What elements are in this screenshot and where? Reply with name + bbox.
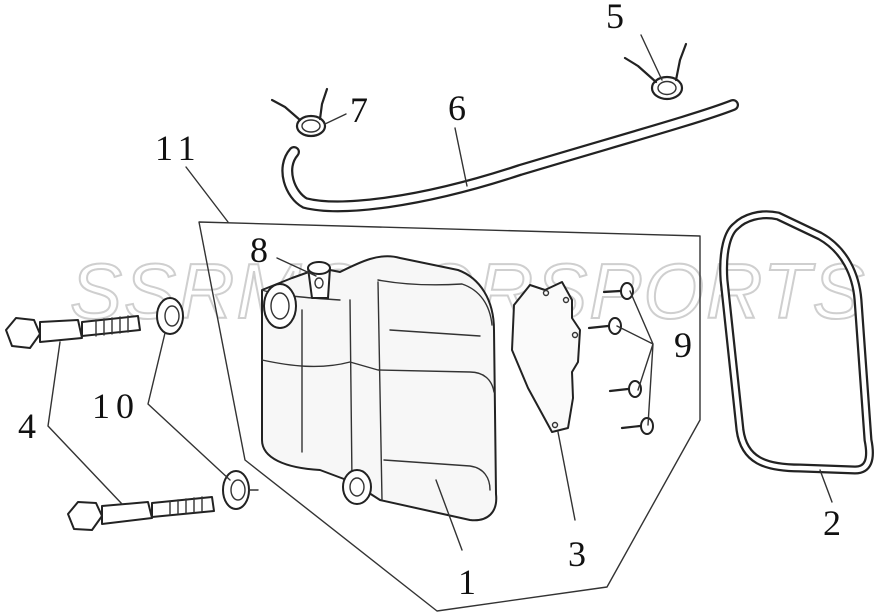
washer-top bbox=[156, 297, 184, 335]
label-bolt: 4 bbox=[18, 406, 36, 446]
valve-cover bbox=[261, 255, 498, 522]
bolt-top bbox=[5, 315, 141, 349]
hose-clamp-left bbox=[270, 87, 329, 138]
label-screws: 9 bbox=[674, 325, 692, 365]
label-gasket: 2 bbox=[823, 503, 841, 543]
hose-clamp-right bbox=[623, 42, 688, 101]
breather-hose bbox=[281, 99, 739, 213]
label-washer: 10 bbox=[92, 386, 140, 426]
label-assembly: 11 bbox=[155, 128, 202, 168]
screw-1 bbox=[602, 282, 634, 300]
screw-2 bbox=[587, 317, 622, 335]
screw-set bbox=[587, 282, 654, 435]
label-clamp-left: 7 bbox=[350, 90, 368, 130]
breather-nipple bbox=[307, 261, 331, 299]
bolt-bottom bbox=[67, 496, 215, 531]
washer-bottom bbox=[222, 470, 259, 510]
label-hose: 6 bbox=[448, 88, 466, 128]
label-cover: 1 bbox=[458, 562, 476, 602]
leader-lines bbox=[47, 34, 833, 551]
baffle-plate bbox=[511, 281, 581, 433]
gasket bbox=[719, 210, 874, 475]
assembly-outline bbox=[198, 221, 701, 612]
label-plate: 3 bbox=[568, 534, 586, 574]
screw-3 bbox=[608, 380, 642, 398]
label-clamp-right: 5 bbox=[606, 0, 624, 36]
screw-4 bbox=[620, 417, 654, 435]
label-nipple: 8 bbox=[250, 230, 268, 270]
